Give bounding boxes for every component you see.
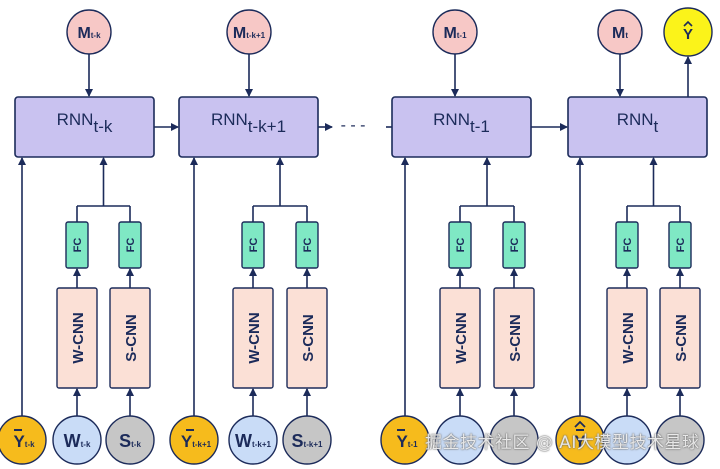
cnn-label: W-CNN [453,312,470,363]
cnn-label: W-CNN [246,312,263,363]
cnn-label: W-CNN [70,312,87,363]
rnn-label: RNNt-k [57,110,113,136]
fc-label: FC [72,238,84,253]
cnn-label: S-CNN [123,314,140,362]
fc-label: FC [302,238,314,253]
watermark: 掘金技术社区 @ AI大模型技术星球 [425,433,700,453]
rnn-label: RNNt-1 [433,110,490,136]
y-input-label: Yt-k+1 [181,432,212,451]
s-input-label: St-k [119,431,141,451]
y-input-label: Yt-1 [396,432,418,451]
fc-label: FC [455,238,467,253]
y-input-label: Yt-k [13,432,35,451]
fc-label: FC [622,238,634,253]
weather-input-label: Wt-k+1 [235,431,271,451]
prediction-output-label: Y [683,26,693,43]
memory-label: Mt-k+1 [233,25,266,42]
ellipsis: - - - [341,117,366,134]
cnn-label: S-CNN [673,314,690,362]
cnn-label: S-CNN [300,314,317,362]
memory-label: Mt-1 [443,25,467,42]
memory-label: Mt [612,25,628,42]
weather-input-label: Wt-k [64,431,91,451]
fc-label: FC [675,238,687,253]
cnn-label: S-CNN [507,314,524,362]
fc-label: FC [125,238,137,253]
memory-label: Mt-k [77,25,101,42]
rnn-cell [567,96,708,158]
rnn-label: RNNt-k+1 [211,110,286,136]
hat-mark [574,420,586,428]
fc-label: FC [509,238,521,253]
y-input-label: Y [574,432,586,451]
fc-label: FC [248,238,260,253]
s-input-label: St-k+1 [292,431,323,451]
cnn-label: W-CNN [620,312,637,363]
rnn-label: RNNt [617,110,659,136]
hat-mark [683,20,693,27]
